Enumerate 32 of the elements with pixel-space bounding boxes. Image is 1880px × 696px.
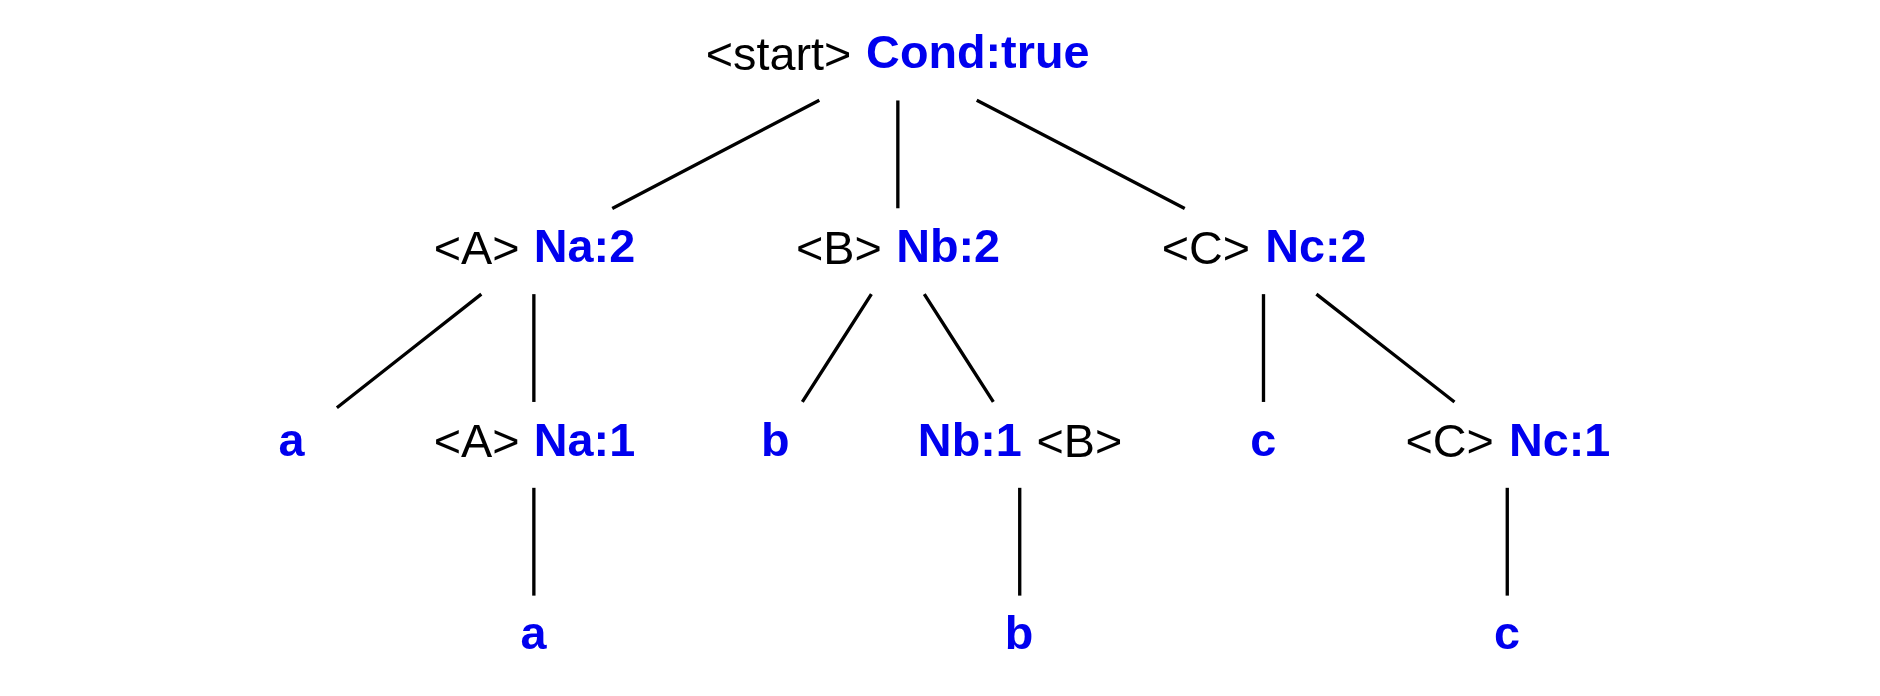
node-text: a [520,607,547,660]
node-text: <A> [433,221,520,274]
node-text: <B> [795,221,882,274]
node-label: Na:2 [533,219,636,272]
node-text: <C> [1161,221,1251,274]
node-label: Nb:2 [896,219,1001,272]
node-text: <A> [433,415,520,468]
connector [922,293,995,403]
node-text: <start> [705,27,852,80]
node-text: a [278,413,305,466]
node-label: Nb:1 [917,413,1022,466]
node-label: Nc:2 [1265,219,1367,272]
node-label: Nc:1 [1508,413,1611,466]
connector [975,98,1186,210]
connector [1315,292,1456,404]
node-text: b [760,413,790,466]
node-label: Na:1 [533,413,636,466]
connector [532,294,536,402]
connector [1505,487,1509,596]
connector [1261,294,1266,402]
node-text: <C> [1405,415,1494,468]
node-label: Cond:true [866,26,1090,79]
connector [532,487,536,596]
node-text: c [1250,413,1277,466]
connector [896,100,900,209]
connector [611,98,821,210]
node-text: <B> [1036,415,1123,468]
connector [1018,487,1022,596]
node-text: c [1493,607,1520,660]
node-text: b [1004,607,1034,660]
connector [800,293,873,403]
connector [335,292,483,410]
